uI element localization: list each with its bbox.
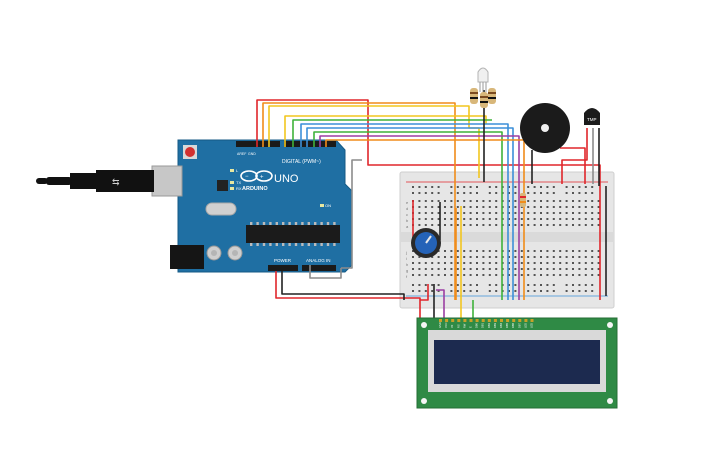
lcd-screen [434, 340, 600, 384]
reset-button[interactable] [183, 145, 197, 159]
lcd-pin-label: DB4 [499, 322, 503, 328]
lcd-pin-label: DB5 [505, 322, 509, 328]
wire-orange-d4 [325, 139, 525, 300]
lcd-pin-label: RW [462, 323, 466, 328]
svg-text:⇆: ⇆ [112, 177, 120, 187]
resistor-breadboard[interactable] [520, 193, 526, 207]
wire-orange-d12 [262, 102, 456, 300]
digital-label: DIGITAL (PWM~) [282, 159, 321, 165]
digital-header-left [236, 141, 280, 147]
wire-blue-d8 [300, 123, 509, 300]
wire-red-5v [275, 271, 421, 300]
resistor-2[interactable] [480, 92, 488, 108]
wire-green-d9 [292, 119, 492, 147]
digital-header-right [284, 141, 336, 147]
potentiometer[interactable] [411, 228, 441, 258]
breadboard-row-letter: j [405, 250, 407, 255]
power-label: POWER [274, 258, 292, 263]
breadboard-row-letter: f [406, 274, 408, 279]
breadboard-row-letter: e [406, 200, 409, 205]
svg-text:+: + [260, 175, 264, 181]
breadboard-row-letter: d [406, 206, 408, 211]
lcd-pin-label: LED [530, 323, 534, 328]
breadboard-holes [412, 186, 600, 292]
svg-text:−: − [245, 174, 249, 180]
analog-label: ANALOG IN [306, 258, 331, 263]
lcd-pin-label: RS [456, 324, 460, 328]
model-label: UNO [274, 173, 299, 185]
temperature-sensor[interactable]: TMP [584, 108, 600, 125]
breadboard-row-letter: h [406, 262, 408, 267]
lcd-pin-label: E [469, 326, 473, 328]
lcd-pin-label: DB3 [493, 322, 497, 328]
lcd-pin-label: DB1 [481, 322, 485, 328]
wire-blue-d7 [306, 127, 514, 300]
lcd-pin-label: DB2 [487, 322, 491, 328]
resistor-1[interactable] [470, 88, 478, 104]
usb-connector: ⇆ [36, 165, 183, 197]
brand-label: ARDUINO [242, 186, 268, 192]
arduino-uno-board: ⇆ AREF GND DIGITAL (PWM~) POWER ANALOG I… [36, 139, 353, 273]
wire-red-lcd-vcc [419, 284, 429, 318]
lcd-pin-label: DB0 [475, 322, 479, 328]
lcd-pin-label: LED [523, 323, 527, 328]
aref-label: AREF [237, 152, 246, 156]
wire-red-tmp [561, 128, 588, 184]
usb-chip [217, 180, 228, 191]
wire-gray-a0 [309, 159, 362, 279]
power-jack [170, 245, 204, 269]
rx-led-label: RX [236, 186, 242, 191]
resistor-3[interactable] [488, 88, 496, 104]
lcd-pin-label: V0 [450, 324, 454, 328]
wire-green-d6 [313, 131, 503, 300]
atmega-pins [250, 222, 336, 246]
gnd-label: GND [248, 152, 256, 156]
lcd-pin-label: DB6 [511, 322, 515, 328]
breadboard-row-letter: a [406, 224, 409, 229]
lcd-pin-label: DB7 [517, 322, 521, 328]
on-led-label: ON [325, 203, 331, 208]
breadboard-row-letter: b [406, 218, 409, 223]
rgb-led[interactable] [477, 67, 489, 92]
breadboard-row-letter: c [406, 212, 408, 217]
piezo-buzzer[interactable] [520, 103, 570, 153]
arduino-logo: − + [240, 170, 273, 182]
wire-purple-d5 [319, 135, 520, 300]
wire-red-buzzer [560, 147, 586, 184]
breadboard-row-letter: i [406, 256, 407, 261]
tx-led-label: TX [236, 180, 241, 185]
power-header [268, 265, 298, 271]
lcd-pin-label: VCC [444, 322, 448, 328]
crystal [205, 202, 237, 216]
breadboard-row-letter: g [406, 268, 408, 273]
l-led-label: L [236, 168, 239, 173]
atmega-chip [246, 225, 340, 243]
wire-black-gnd [281, 271, 405, 300]
wire-purple-lcd [436, 289, 445, 318]
tmp-label: TMP [587, 117, 597, 122]
analog-header [302, 265, 336, 271]
lcd-pin-label: GND [438, 322, 442, 328]
